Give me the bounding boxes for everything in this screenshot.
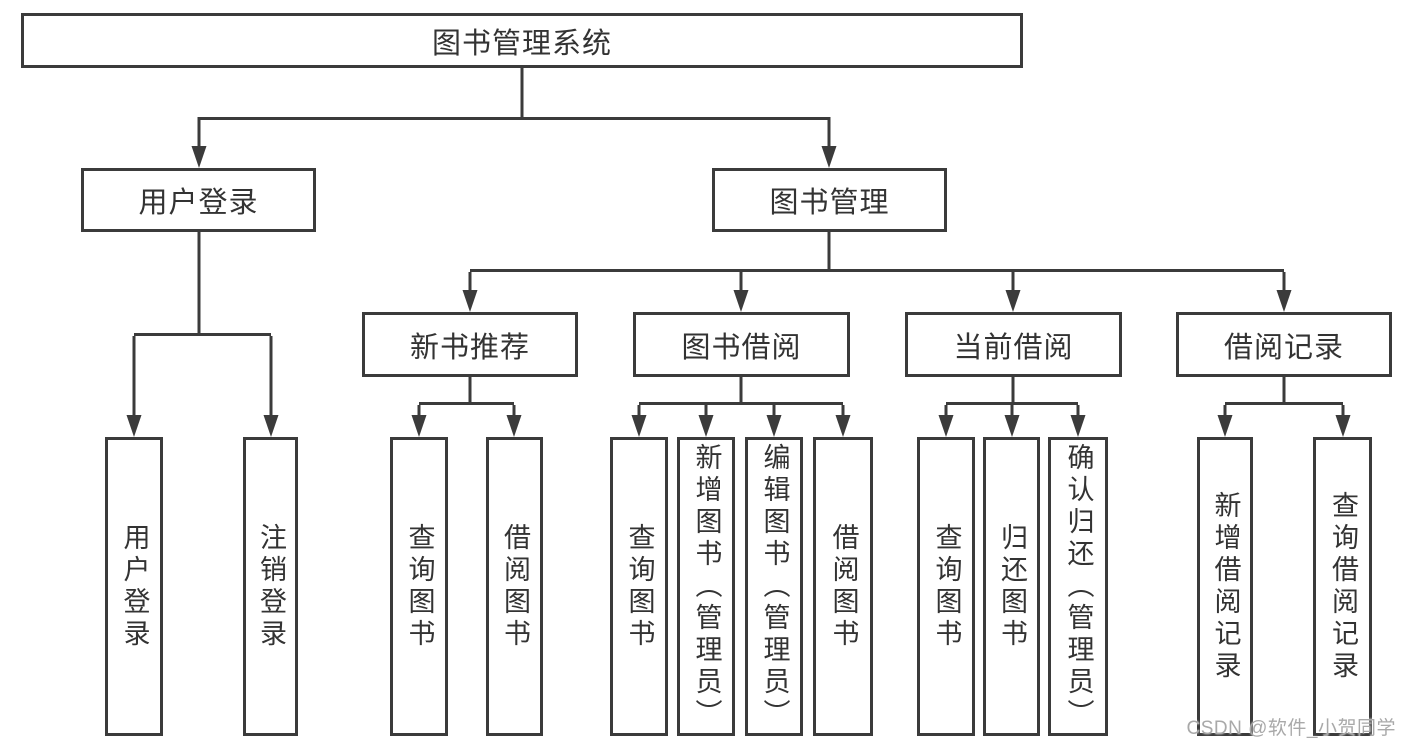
leaf-return-book: 归还图书: [983, 437, 1040, 736]
node-book-management: 图书管理: [712, 168, 947, 232]
leaf-borrow-book-1: 借阅图书: [486, 437, 543, 736]
node-label: 查询图书: [624, 522, 655, 651]
node-label: 借阅记录: [1223, 331, 1344, 364]
connector-user-login-to-leaves: [126, 232, 279, 437]
node-current-borrow: 当前借阅: [905, 312, 1122, 377]
node-label: 查询图书: [931, 522, 962, 651]
node-label: 用户登录: [138, 187, 259, 219]
node-label: 查询借阅记录: [1328, 490, 1358, 683]
node-label: 借阅图书: [500, 522, 530, 651]
node-label: 图书管理: [769, 187, 890, 219]
node-label: 确认归还（管理员）: [1063, 442, 1094, 731]
connector-borrow-record-to-leaves: [1217, 377, 1351, 437]
leaf-add-borrow-record: 新增借阅记录: [1197, 437, 1253, 736]
leaf-query-borrow-record: 查询借阅记录: [1313, 437, 1372, 736]
node-label: 图书管理系统: [431, 27, 612, 60]
leaf-user-login: 用户登录: [105, 437, 163, 736]
connector-book-mgmt-to-level3: [462, 232, 1292, 312]
leaf-logout: 注销登录: [243, 437, 298, 736]
node-new-book-recommend: 新书推荐: [362, 312, 578, 377]
connector-current-borrow-to-leaves: [938, 377, 1086, 437]
leaf-query-book-1: 查询图书: [390, 437, 448, 736]
leaf-query-book-3: 查询图书: [917, 437, 975, 736]
leaf-confirm-return-admin: 确认归还（管理员）: [1048, 437, 1108, 736]
node-borrow-record: 借阅记录: [1176, 312, 1392, 377]
node-label: 当前借阅: [953, 331, 1074, 364]
connector-book-borrow-to-leaves: [631, 377, 851, 437]
node-label: 用户登录: [119, 522, 150, 651]
csdn-watermark: CSDN @软件_小贺同学: [1186, 718, 1396, 739]
connector-root-to-level2: [191, 68, 837, 168]
leaf-edit-book-admin: 编辑图书（管理员）: [745, 437, 803, 736]
node-label: 新增借阅记录: [1210, 490, 1241, 683]
node-label: 归还图书: [997, 522, 1027, 651]
node-label: 新书推荐: [409, 331, 530, 364]
node-user-login: 用户登录: [81, 168, 316, 232]
node-label: 新增图书（管理员）: [691, 442, 722, 731]
leaf-borrow-book-2: 借阅图书: [813, 437, 873, 736]
node-library-system: 图书管理系统: [21, 13, 1023, 68]
leaf-query-book-2: 查询图书: [610, 437, 668, 736]
connector-new-book-to-leaves: [411, 377, 522, 437]
node-label: 编辑图书（管理员）: [759, 442, 790, 731]
node-book-borrow: 图书借阅: [633, 312, 850, 377]
node-label: 图书借阅: [681, 331, 802, 364]
node-label: 借阅图书: [828, 522, 859, 651]
leaf-add-book-admin: 新增图书（管理员）: [677, 437, 735, 736]
node-label: 查询图书: [404, 522, 435, 651]
node-label: 注销登录: [256, 522, 286, 651]
